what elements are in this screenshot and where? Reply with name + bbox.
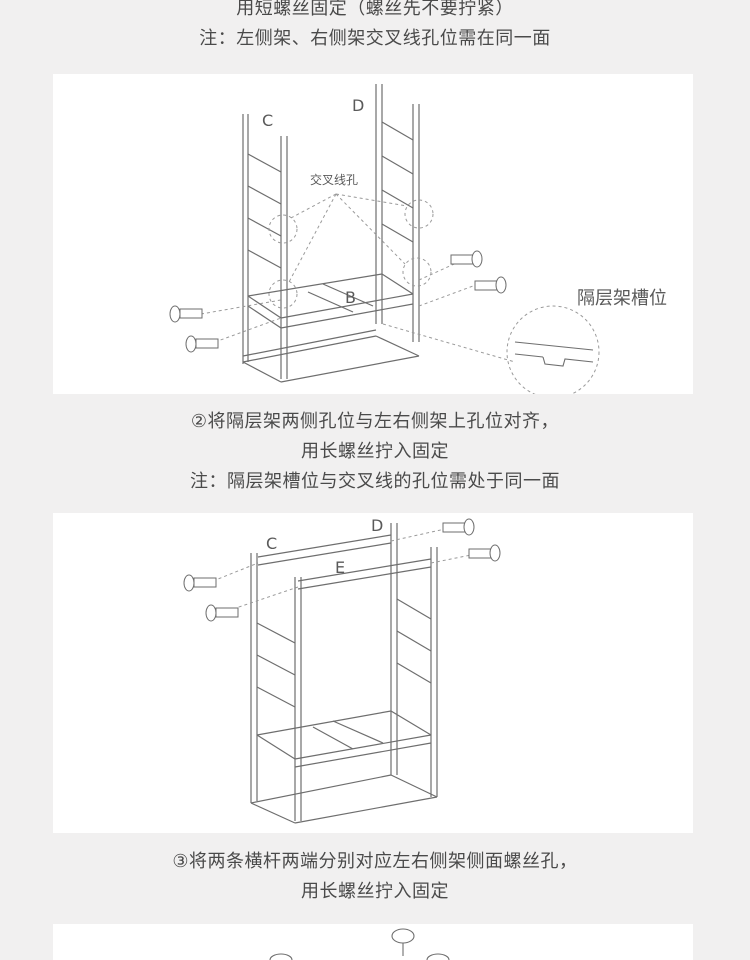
frame-drawing-2 bbox=[250, 523, 438, 824]
frame-drawing-1 bbox=[242, 84, 420, 383]
figure-2-illustration: C D E bbox=[183, 516, 501, 824]
step1-caption-line2: 注：左侧架、右侧架交叉线孔位需在同一面 bbox=[199, 28, 551, 49]
figure-3-illustration bbox=[269, 928, 450, 960]
label-e: E bbox=[335, 558, 345, 577]
step1-caption-line1: 用短螺丝固定（螺丝先不要拧紧） bbox=[236, 0, 514, 19]
step2-caption-line1: ②将隔层架两侧孔位与左右侧架上孔位对齐， bbox=[190, 411, 560, 432]
label-c-2: C bbox=[266, 534, 277, 553]
label-c: C bbox=[262, 111, 273, 130]
screws-figure-1 bbox=[169, 250, 507, 353]
cross-holes-label: 交叉线孔 bbox=[310, 172, 358, 187]
figure-1-panel: C D B 交叉线孔 隔层架槽位 bbox=[53, 74, 693, 394]
label-d-2: D bbox=[371, 516, 383, 535]
figure-3-panel bbox=[53, 924, 693, 960]
step3-caption-line2: 用长螺丝拧入固定 bbox=[301, 881, 449, 902]
figure-2-panel: C D E bbox=[53, 513, 693, 833]
label-d: D bbox=[352, 96, 364, 115]
figure-1-illustration: C D B 交叉线孔 隔层架槽位 bbox=[169, 84, 667, 394]
screws-figure-2 bbox=[183, 518, 501, 622]
step3-caption-line1: ③将两条横杆两端分别对应左右侧架侧面螺丝孔， bbox=[172, 851, 578, 872]
slot-label: 隔层架槽位 bbox=[577, 288, 667, 309]
step2-caption-line2: 用长螺丝拧入固定 bbox=[301, 441, 449, 462]
label-b: B bbox=[345, 288, 356, 307]
step2-caption-line3: 注：隔层架槽位与交叉线的孔位需处于同一面 bbox=[190, 471, 560, 492]
